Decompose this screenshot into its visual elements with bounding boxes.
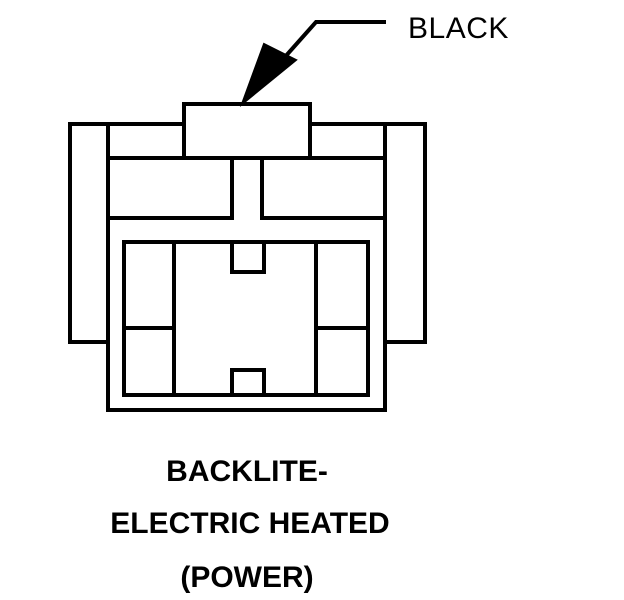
wire-color-label: BLACK	[408, 12, 509, 45]
connector-body	[68, 102, 427, 412]
caption-line-3: (POWER)	[180, 561, 314, 594]
bottom-key-notch	[230, 368, 266, 397]
leader-arrowhead	[239, 42, 298, 108]
caption-line-2: ELECTRIC HEATED	[110, 507, 390, 540]
callout-leader	[239, 20, 386, 108]
top-key-notch	[230, 240, 266, 274]
housing-outline	[106, 122, 387, 412]
top-latch	[182, 102, 312, 160]
cavity-area	[122, 240, 370, 397]
caption-line-1: BACKLITE-	[166, 455, 328, 488]
left-side-tab	[68, 122, 110, 344]
cavity-outer	[122, 240, 370, 397]
right-side-tab	[383, 122, 427, 344]
leader-line	[281, 20, 386, 61]
